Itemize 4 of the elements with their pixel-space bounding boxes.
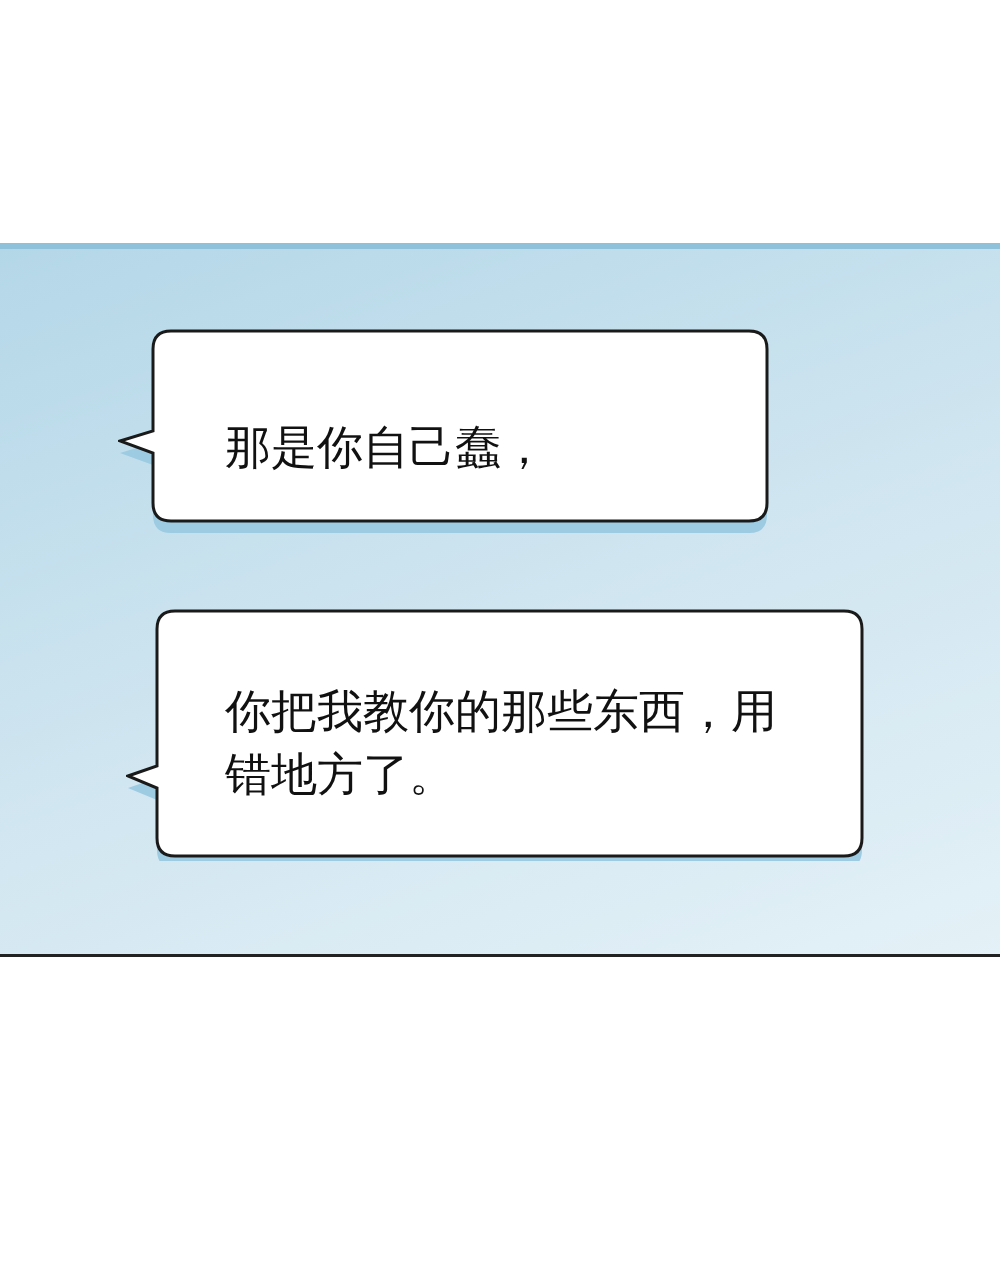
speech-text: 那是你自己蠢， [225,419,548,476]
speech-text: 你把我教你的那些东西，用错地方了。 [225,683,778,803]
speech-bubble [126,608,867,861]
comic-panel [0,243,1000,957]
